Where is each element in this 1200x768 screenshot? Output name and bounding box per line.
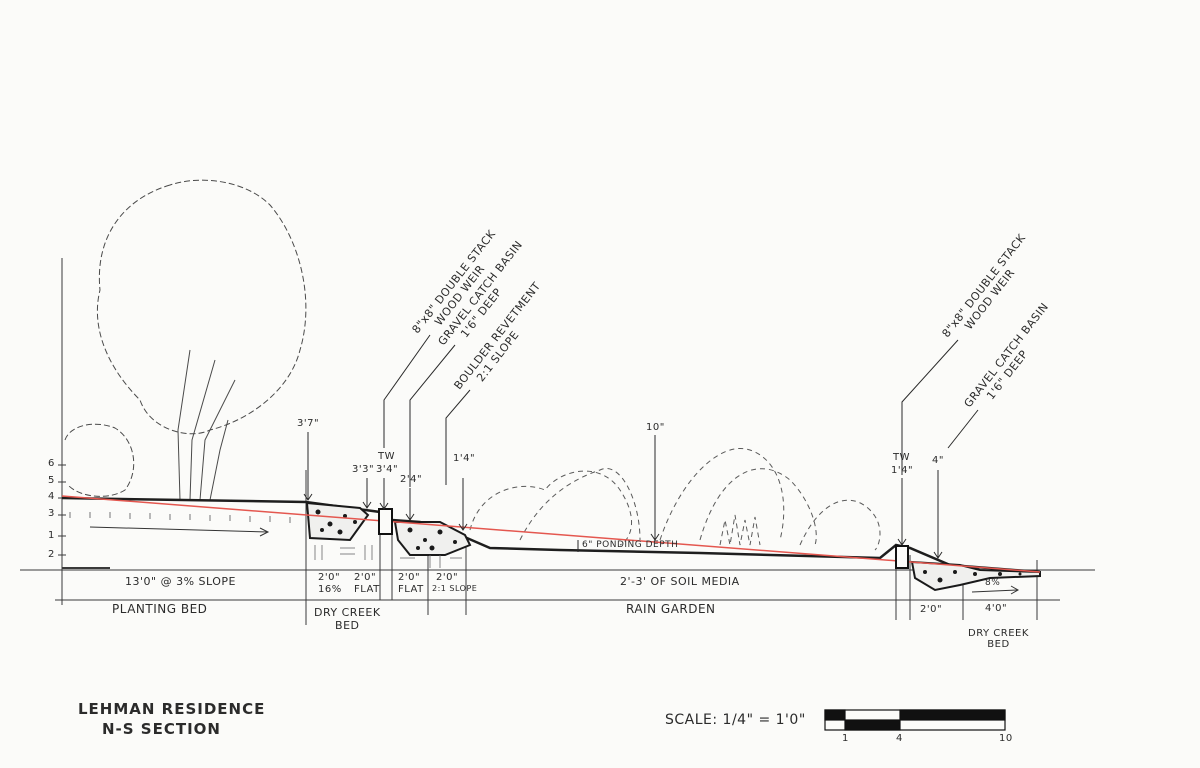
tw-elevation-left: 3'4" — [376, 464, 399, 475]
dim-seg4-length: 2'0" — [436, 572, 459, 583]
dim-slope-8: 8% — [985, 578, 1001, 588]
flow-arrows — [89, 526, 1020, 595]
zone-dry-creek-1: DRY CREEK BED — [314, 606, 381, 632]
scale-tick-10: 10 — [999, 733, 1013, 744]
scale-label: SCALE: 1/4" = 1'0" — [665, 712, 806, 728]
dim-seg1-slope: 16% — [318, 584, 342, 595]
elevation-2-4: 2'4" — [400, 474, 423, 485]
dim-seg4-slope: 2:1 SLOPE — [432, 584, 478, 593]
dim-soil-media: 2'-3' OF SOIL MEDIA — [620, 575, 740, 588]
zone-dry-creek-2: DRY CREEK BED — [968, 628, 1029, 650]
dim-seg5-length: 2'0" — [920, 604, 943, 615]
elevation-leaders — [303, 334, 979, 559]
dim-ponding-depth: 6" PONDING DEPTH — [582, 540, 679, 550]
scale-bar — [824, 709, 1006, 731]
zone-label-line: DRY CREEK — [314, 606, 381, 619]
tw-label-right: TW — [893, 452, 910, 463]
tw-label-left: TW — [378, 451, 395, 462]
dim-seg1-length: 2'0" — [318, 572, 341, 583]
planting-bed-ticks — [69, 512, 291, 523]
dim-seg3-slope: FLAT — [398, 584, 424, 595]
wood-weir-left — [378, 508, 393, 535]
axis-tick-1: 1 — [48, 530, 55, 541]
axis-tick-6: 6 — [48, 458, 55, 469]
elevation-3-7: 3'7" — [297, 418, 320, 429]
elevation-1-4: 1'4" — [453, 453, 476, 464]
zone-planting-bed: PLANTING BED — [112, 602, 208, 616]
drawing-subtitle: N-S SECTION — [102, 720, 221, 738]
zone-label-line: BED — [987, 639, 1010, 650]
dim-seg6-length: 4'0" — [985, 603, 1008, 614]
gravel-texture — [315, 509, 1022, 583]
elevation-3-3: 3'3" — [352, 464, 375, 475]
axis-tick-2: 2 — [48, 549, 55, 560]
axis-tick-4: 4 — [48, 491, 55, 502]
vertical-axis — [58, 258, 66, 605]
zone-rain-garden: RAIN GARDEN — [626, 602, 716, 616]
axis-tick-5: 5 — [48, 475, 55, 486]
zone-label-line: BED — [335, 619, 360, 632]
dim-seg3-length: 2'0" — [398, 572, 421, 583]
tree-sketch — [64, 179, 307, 497]
dim-seg2-length: 2'0" — [354, 572, 377, 583]
drawing-title: LEHMAN RESIDENCE — [78, 700, 266, 718]
axis-tick-3: 3 — [48, 508, 55, 519]
tw-elevation-right: 1'4" — [891, 465, 914, 476]
wood-weir-right — [895, 545, 909, 569]
tree-trunk — [177, 349, 236, 501]
scale-tick-4: 4 — [896, 733, 903, 744]
soil-hatching — [314, 545, 462, 568]
elevation-10in: 10" — [646, 422, 665, 433]
rain-garden-plants — [469, 448, 881, 551]
slope-reference-line — [61, 495, 1041, 573]
zone-label-line: DRY CREEK — [968, 628, 1029, 639]
dim-seg2-slope: FLAT — [354, 584, 380, 595]
scale-tick-1: 1 — [842, 733, 849, 744]
elevation-4in: 4" — [932, 455, 944, 466]
dim-planting-slope: 13'0" @ 3% SLOPE — [125, 575, 236, 588]
